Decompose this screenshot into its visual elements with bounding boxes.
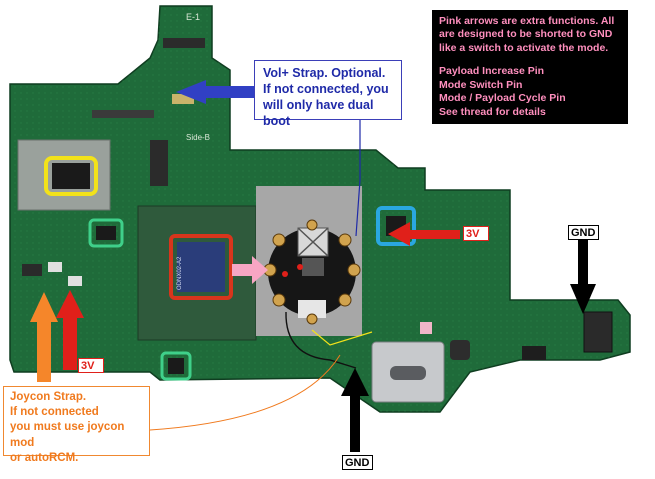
power-arrow-left [56,290,84,370]
callout-line: If not connected [10,406,99,419]
gnd-tag-bottom: GND [342,455,373,470]
joycon-connector-right [583,311,613,353]
soc-die [177,242,225,292]
top-connector [163,38,205,48]
soc-red-highlight [169,234,233,300]
joycon-strap-callout: Joycon Strap. If not connected you must … [3,386,150,464]
callout-line: Vol+ Strap. Optional. [263,66,386,80]
gnd-tag-right: GND [568,225,599,240]
modchip-pins [263,219,361,325]
legend-item: Payload Increase Pin [439,65,545,78]
yellow-highlight [44,156,98,196]
callout-line: will only have dual boot [263,98,374,128]
legend-intro: Pink arrows are extra functions. All are… [439,15,615,54]
green-highlight-left [88,218,124,248]
orange-wire [149,354,341,431]
side-connector [150,140,168,186]
voltage-tag-right: 3V [463,226,489,241]
blue-highlight [376,206,416,246]
legend-item: Mode / Payload Cycle Pin [439,92,566,105]
yellow-wire [311,329,373,346]
silkscreen-side-label: Side-B [186,133,210,142]
blue-wire [355,120,361,237]
flex-connector-small [172,94,194,104]
soc-chip-marking: ODNX02-A2 [177,256,183,290]
black-wire [285,311,357,369]
callout-line: you must use joycon mod [10,421,125,449]
legend-item: Mode Switch Pin [439,78,523,91]
vol-strap-callout: Vol+ Strap. Optional. If not connected, … [254,60,402,128]
voltage-tag-left: 3V [78,358,104,373]
joycon-arrow [30,292,58,382]
power-arrow-right [388,222,460,246]
callout-line: If not connected, you [263,82,389,96]
gnd-arrow-bottom [341,368,369,452]
volume-arrow [176,80,254,104]
legend-item: See thread for details [439,105,546,118]
green-highlight-bottom [160,351,192,381]
flex-connector [92,110,154,118]
joycon-connector-left [22,264,42,276]
callout-line: or autoRCM. [10,451,79,464]
storage-chip [52,163,90,189]
gnd-arrow-right [570,240,596,314]
legend-box: Pink arrows are extra functions. All are… [432,10,628,124]
silkscreen-top-label: E-1 [186,12,200,22]
callout-line: Joycon Strap. [10,391,87,403]
extra-function-arrow-board [232,256,268,284]
